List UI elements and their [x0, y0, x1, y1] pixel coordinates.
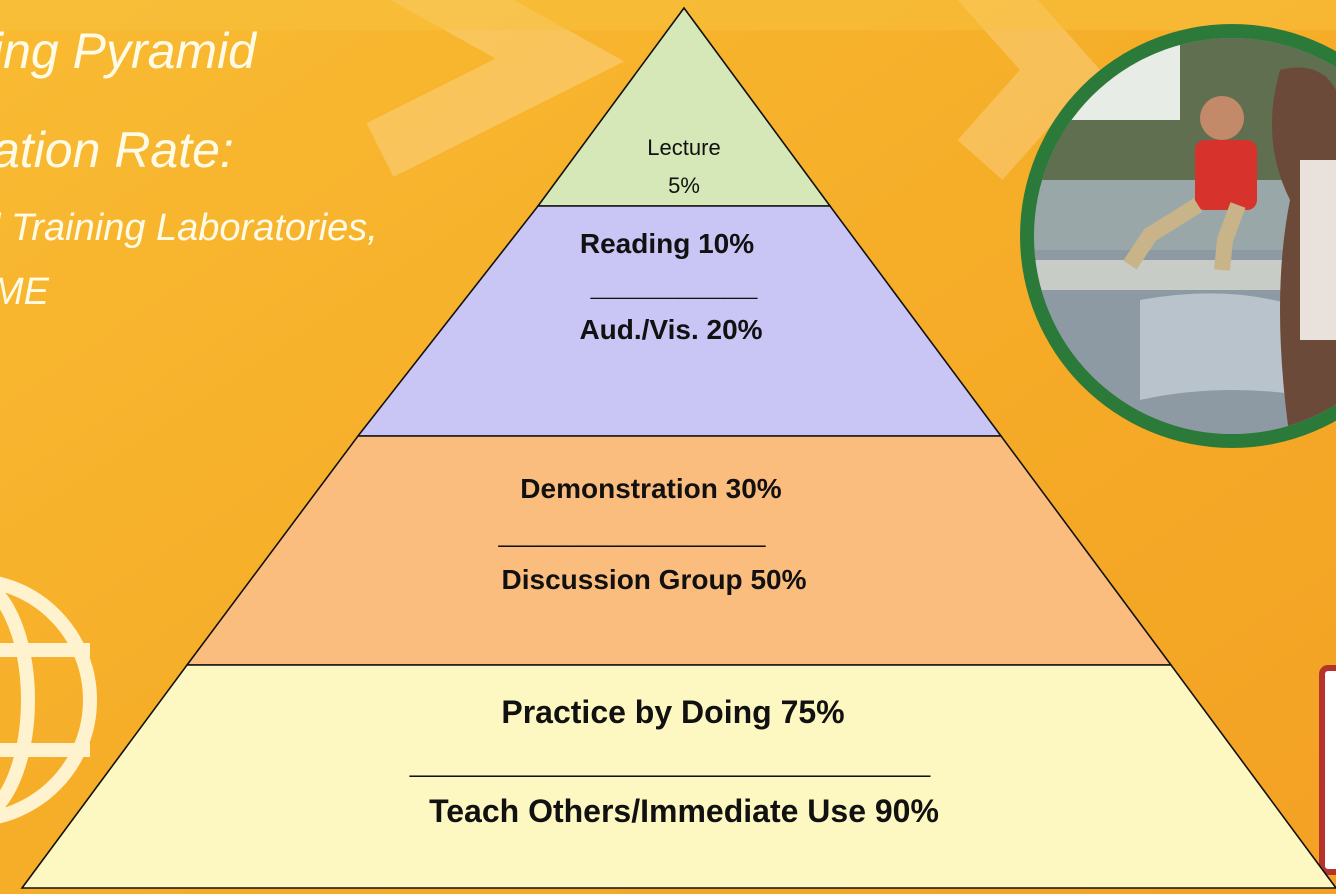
learning-pyramid — [20, 6, 1336, 889]
title-source-line: l Training Laboratories, — [0, 207, 378, 249]
tier-teach-label: Teach Others/Immediate Use 90% — [429, 793, 939, 829]
title-line-1: ing Pyramid — [0, 23, 258, 79]
tier-demonstration-separator: ____________________ — [498, 521, 767, 548]
tier-audvis-label: Aud./Vis. 20% — [579, 314, 762, 345]
tier-lecture-value: 5% — [668, 173, 700, 198]
tier-demonstration-label: Demonstration 30% — [520, 473, 781, 504]
side-callout-box — [1319, 665, 1336, 875]
tier-discussion-label: Discussion Group 50% — [502, 564, 807, 595]
tier-lecture-label: Lecture — [647, 135, 720, 160]
tier-practice-separator: _______________________________________ — [409, 751, 931, 778]
top-band — [0, 0, 1336, 30]
tier-reading-label: Reading 10% — [580, 228, 754, 259]
pyramid-tier-practice — [20, 664, 1336, 889]
photo-icon — [1020, 24, 1336, 448]
title-source-line-2: ME — [0, 271, 50, 313]
tier-reading-separator: _______________ — [590, 278, 759, 300]
globe-icon — [0, 576, 97, 824]
pyramid-tier-demonstration — [185, 435, 1173, 666]
title-line-2: ation Rate: — [0, 122, 234, 178]
tier-practice-label: Practice by Doing 75% — [501, 694, 844, 730]
